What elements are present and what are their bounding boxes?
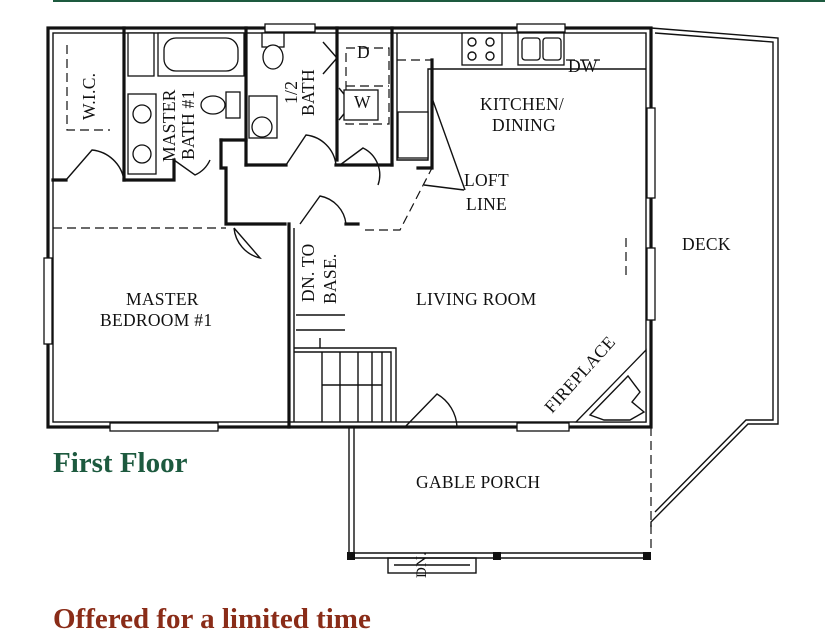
label-half-bath-line2: BATH — [298, 69, 318, 116]
label-washer: W — [354, 92, 371, 112]
label-stairs-line1: DN. TO — [298, 243, 318, 302]
label-stairs-line2: BASE. — [320, 253, 340, 304]
interior-walls — [51, 26, 434, 429]
floor-plan: W.I.C. MASTER BATH #1 1/2 BATH D W DW KI… — [43, 23, 779, 578]
label-gable-porch: GABLE PORCH — [416, 472, 540, 492]
windows — [43, 23, 656, 432]
label-wic: W.I.C. — [79, 73, 99, 120]
floor-title: First Floor — [53, 447, 188, 479]
label-kitchen-line1: KITCHEN/ — [480, 94, 564, 114]
label-dryer: D — [357, 42, 370, 62]
label-loft-line2: LINE — [466, 194, 507, 214]
deck-outline — [650, 27, 779, 527]
label-deck: DECK — [682, 234, 731, 254]
label-loft-line1: LOFT — [464, 170, 509, 190]
label-master-bedroom-line2: BEDROOM #1 — [100, 310, 212, 330]
label-master-bath-line2: BATH #1 — [178, 90, 198, 160]
fixtures — [127, 32, 647, 423]
label-dishwasher: DW — [568, 56, 598, 76]
label-master-bath-line1: MASTER — [159, 89, 179, 162]
label-living-room: LIVING ROOM — [416, 289, 537, 309]
label-porch-steps: DN. — [414, 552, 430, 578]
porch-outline — [347, 427, 652, 574]
label-master-bedroom-line1: MASTER — [126, 289, 199, 309]
label-half-bath-line1: 1/2 — [281, 81, 301, 104]
label-kitchen-line2: DINING — [492, 115, 556, 135]
top-rule — [53, 0, 825, 2]
